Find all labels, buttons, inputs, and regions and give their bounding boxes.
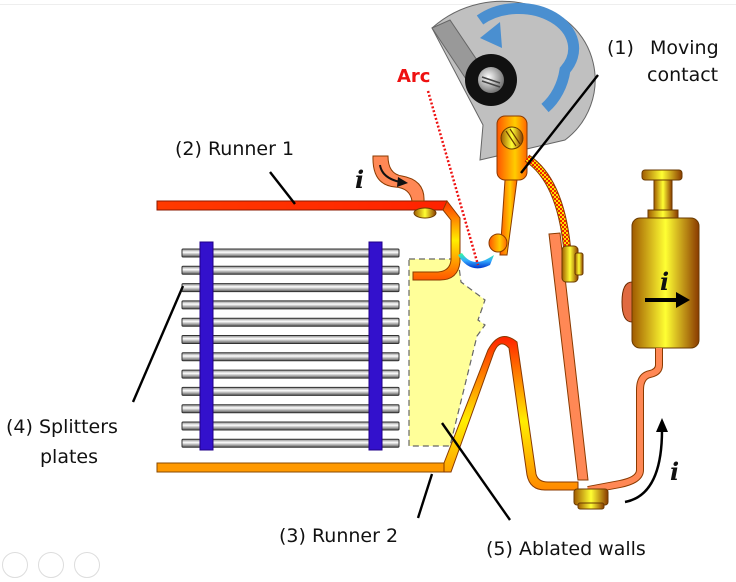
contact-screw-icon — [500, 126, 524, 150]
runner1-screw-icon — [413, 207, 437, 219]
splitter-plate — [181, 317, 400, 327]
splitters-leader — [131, 285, 185, 403]
current-label-terminal: i — [660, 267, 669, 296]
runner-2 — [156, 336, 579, 491]
splitter-holder-right — [368, 241, 383, 451]
arc-label: Arc — [397, 66, 430, 87]
output-lead — [587, 348, 663, 494]
moving-contact-label-line1: Moving — [650, 37, 719, 59]
pager-dots — [2, 552, 105, 582]
splitter-plate — [181, 421, 400, 431]
rotation-arrow-icon — [476, 2, 580, 113]
runner1-leader — [269, 171, 296, 205]
braid-terminal — [561, 245, 584, 283]
ablated-walls-label: (5) Ablated walls — [486, 538, 646, 560]
current-label-output: i — [670, 457, 679, 486]
bottom-terminal — [573, 488, 609, 510]
arc-chute-diagram: (1) Moving contact Arc (2) Runner 1 (4) … — [6, 0, 719, 560]
splitter-plate — [181, 300, 400, 310]
splitter-plate — [181, 438, 400, 448]
splitter-plate — [181, 265, 400, 275]
splitters-label-line2: plates — [40, 446, 98, 468]
ablated-wall — [408, 258, 486, 447]
electric-arc — [458, 253, 494, 269]
copper-strap — [548, 232, 589, 481]
terminal-screw-head-icon — [641, 169, 683, 181]
moving-contact-leader — [520, 74, 599, 174]
current-arrow-icon — [379, 164, 401, 183]
current-arrow-icon — [624, 429, 664, 504]
splitter-plates — [181, 248, 400, 448]
rotating-cam — [431, 0, 596, 161]
pager-dot[interactable] — [2, 552, 28, 578]
splitter-plate — [181, 404, 400, 414]
splitters-label-line1: (4) Splitters — [6, 416, 118, 438]
splitter-plate — [181, 386, 400, 396]
splitter-plate — [181, 283, 400, 293]
splitter-holder-left — [199, 241, 214, 451]
splitter-plate — [181, 369, 400, 379]
moving-contact-label-line2: contact — [647, 64, 718, 86]
terminal-block — [621, 169, 700, 349]
top-divider — [0, 4, 736, 5]
splitter-plate — [181, 248, 400, 258]
runner1-label: (2) Runner 1 — [175, 138, 294, 160]
current-label-input: i — [355, 165, 364, 194]
pager-dot[interactable] — [74, 552, 101, 578]
runner2-label: (3) Runner 2 — [279, 525, 398, 547]
splitter-plate — [181, 335, 400, 344]
moving-contact-number: (1) — [607, 37, 634, 59]
runner-1 — [156, 200, 461, 281]
runner2-leader — [416, 473, 434, 519]
pager-dot[interactable] — [38, 552, 65, 578]
ablated-walls-leader — [441, 422, 511, 521]
splitter-plate — [181, 352, 400, 362]
rotation-arrowhead-icon — [480, 22, 502, 48]
moving-contact — [488, 115, 528, 256]
